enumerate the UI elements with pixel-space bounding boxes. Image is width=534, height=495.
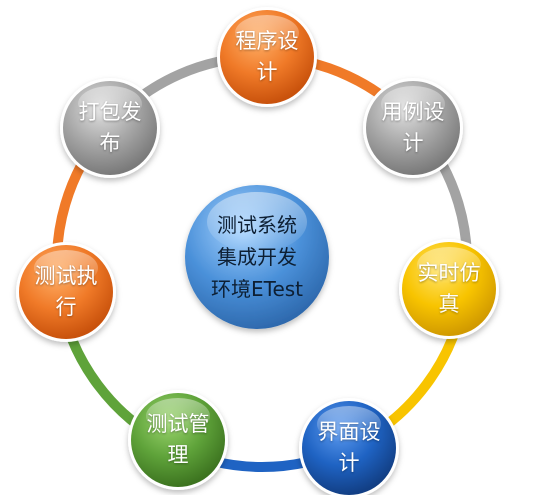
center-title-line-2: 集成开发 bbox=[217, 245, 297, 269]
node-package-release-gloss bbox=[78, 86, 142, 122]
node-realtime-simulation-gloss bbox=[417, 247, 481, 283]
center-title-line-1: 测试系统 bbox=[217, 213, 297, 237]
node-test-execution-gloss bbox=[34, 250, 98, 286]
node-test-management-gloss bbox=[146, 398, 210, 434]
node-use-case-design-gloss bbox=[381, 86, 445, 122]
center-title: 测试系统 集成开发 环境ETest bbox=[182, 192, 332, 322]
center-title-line-3: 环境ETest bbox=[210, 277, 304, 301]
node-interface-design-gloss bbox=[317, 406, 381, 442]
center-gloss bbox=[207, 192, 307, 252]
node-program-design-gloss bbox=[235, 15, 299, 51]
